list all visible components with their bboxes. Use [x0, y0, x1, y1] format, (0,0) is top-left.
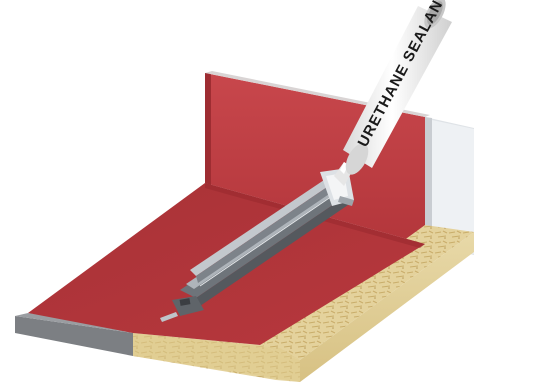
sealant-application-illustration: URETHANE SEALANT	[0, 0, 558, 390]
